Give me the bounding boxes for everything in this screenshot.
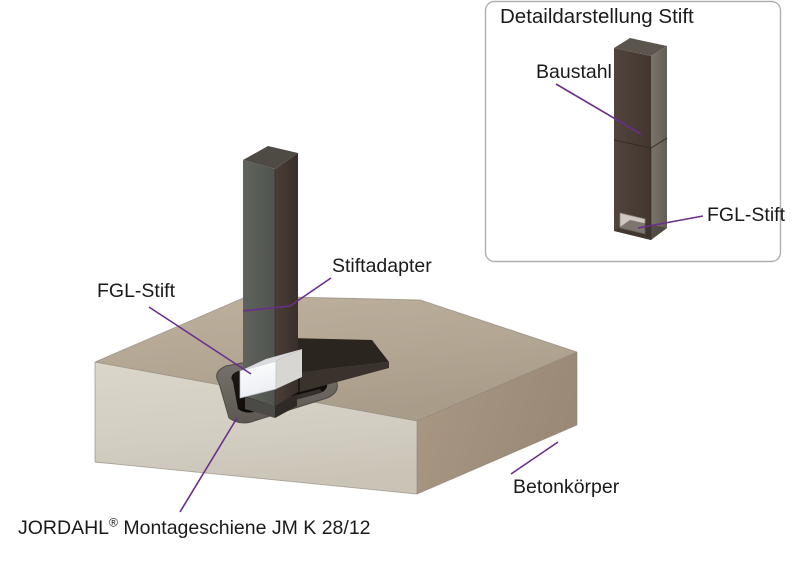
fgl-stift-block [239, 349, 302, 399]
post-top-face [243, 146, 298, 169]
post-left-face [243, 160, 275, 406]
leader-line-betonkoerper [510, 441, 559, 475]
caption-jordahl-montageschiene: JORDAHL® Montageschiene JM K 28/12 [18, 515, 371, 539]
label-fgl-stift: FGL-Stift [97, 280, 176, 302]
concrete-front-face [95, 362, 417, 494]
detail-pin-top-face [614, 38, 667, 56]
detail-pin-bottom-face [614, 220, 667, 240]
concrete-right-face [417, 352, 577, 494]
label-baustahl: Baustahl [536, 61, 612, 83]
post-shank-in-channel [245, 397, 275, 418]
fgl-block-front-face [239, 360, 277, 399]
caption-brand: JORDAHL [18, 517, 110, 539]
label-fgl-stift-detail: FGL-Stift [707, 204, 786, 226]
main-assembly [94, 146, 578, 513]
fgl-block-top-face [240, 349, 302, 371]
adapter-side-wedge [300, 362, 389, 392]
registered-trademark-icon: ® [109, 515, 118, 530]
label-betonkoerper: Betonkörper [513, 476, 620, 498]
post-right-face [275, 153, 298, 406]
post-shank-in-channel-side [275, 394, 297, 418]
caption-product: Montageschiene JM K 28/12 [123, 517, 371, 539]
adapter-top-plate [289, 338, 389, 372]
concrete-edges [94, 295, 578, 495]
detail-panel [484, 0, 782, 263]
leader-line-baustahl [555, 83, 642, 135]
label-stiftadapter: Stiftadapter [332, 255, 432, 277]
leader-line-stiftadapter-segment2 [242, 305, 291, 312]
steel-post [243, 146, 298, 406]
detail-panel-title: Detaildarstellung Stift [500, 5, 694, 28]
leader-line-jordahl [179, 417, 238, 513]
leader-line-fgl-stift-detail [637, 215, 704, 229]
leader-line-stiftadapter [289, 277, 332, 307]
fgl-block-side-face [276, 349, 302, 389]
detail-pin [613, 38, 668, 240]
leader-line-fgl-stift [148, 306, 252, 375]
